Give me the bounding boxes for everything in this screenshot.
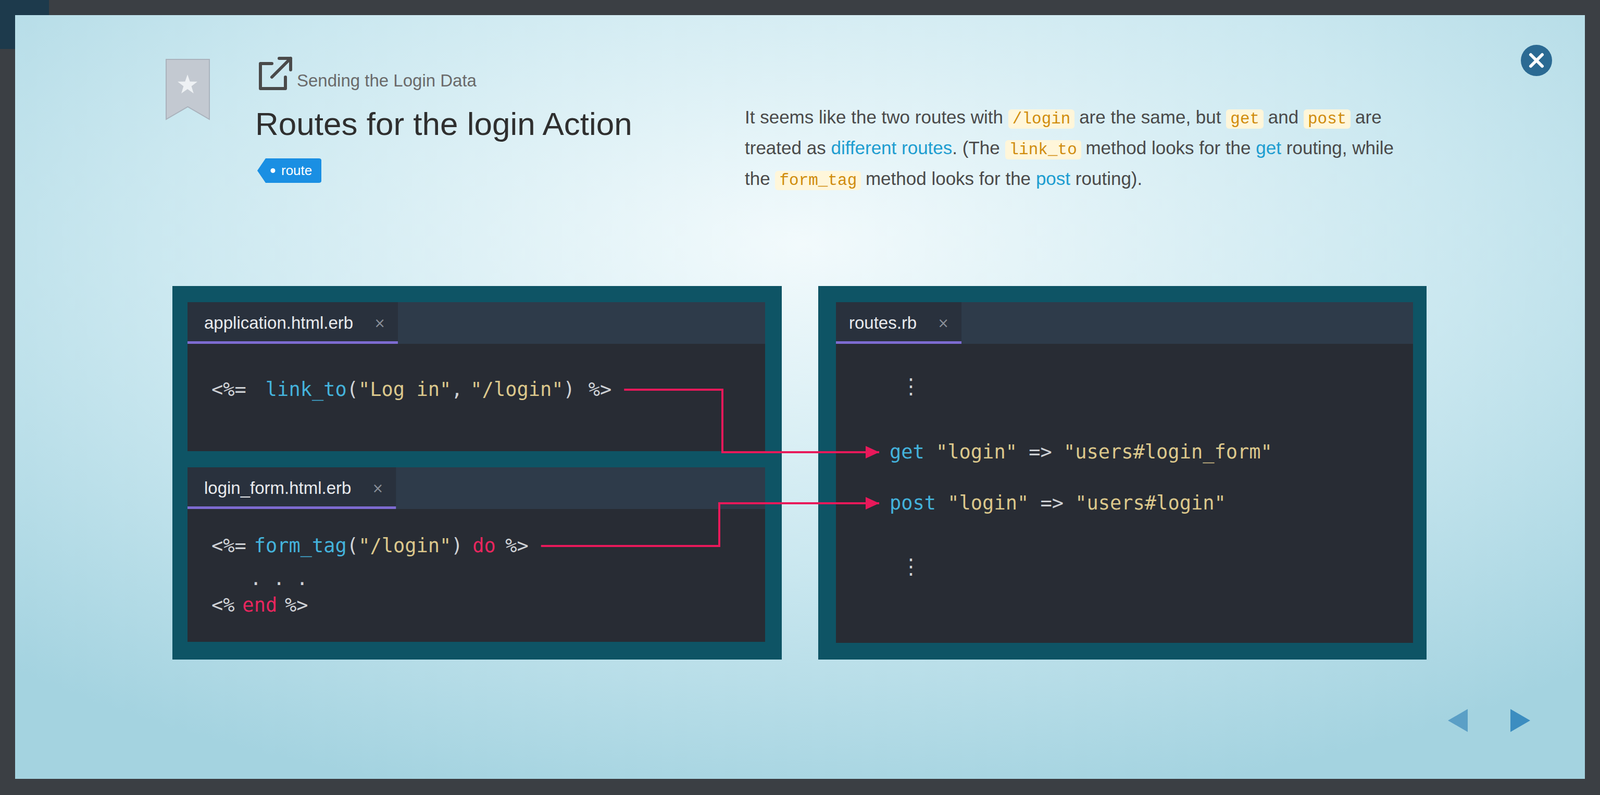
tab-close: × [373, 315, 386, 331]
tab-close: × [937, 315, 949, 331]
code-token: <%= [211, 378, 247, 401]
code-token: ) [563, 378, 575, 401]
tab-underline [835, 341, 962, 344]
inline-code: /login [1008, 109, 1075, 129]
highlight-text: different routes [830, 137, 953, 158]
code-token: end [242, 593, 278, 617]
vertical-ellipsis: ⋮ [900, 373, 922, 398]
slide-title: Routes for the login Action [255, 105, 633, 143]
file-tab [835, 302, 962, 342]
body-text: are the same, but [1079, 106, 1221, 128]
editor-window: login_form.html.erb×. . .<%end%><%=form_… [187, 467, 766, 642]
section-label: Sending the Login Data [296, 70, 477, 91]
code-token: "login" [947, 491, 1029, 515]
code-token: , [451, 378, 463, 401]
code-token: ) [451, 534, 463, 557]
code-token: get [889, 440, 925, 464]
body-text: It seems like the two routes with [744, 106, 1004, 128]
tab-bar [187, 302, 766, 344]
code-area [835, 343, 1414, 643]
code-area [187, 508, 766, 642]
tag-dot [270, 168, 276, 173]
close-button [1520, 44, 1553, 77]
topic-tag: route [257, 158, 322, 183]
body-text: method looks for the [865, 168, 1031, 189]
highlight-text: get [1255, 137, 1282, 158]
editor-window: routes.rb × ⋮ ⋮ get "login" => "users#login_for… [835, 302, 1414, 643]
file-tab-title: application.html.erb [204, 313, 354, 333]
code-token: "users#login" [1075, 491, 1227, 515]
file-tab [187, 302, 398, 342]
tag-body [257, 158, 322, 183]
tab-close: × [371, 480, 384, 496]
body-text: . (The [952, 137, 1000, 158]
code-line-row: <%= form_tag("/login") do %> [201, 530, 540, 562]
file-tab [187, 467, 396, 507]
tab-underline [187, 506, 396, 509]
code-token: "users#login_form" [1063, 440, 1273, 464]
code-token: form_tag [254, 534, 347, 557]
external-link-arrow [271, 58, 291, 78]
code-line-row: post "login" => "users#login" [879, 487, 1237, 519]
inline-code: get [1226, 109, 1264, 129]
code-token: %> [588, 378, 612, 401]
route-arrow [541, 503, 880, 546]
explanation: It seems like the two routes with/logina… [744, 102, 1402, 195]
code-token: %> [505, 534, 529, 557]
code-token: "/login" [358, 534, 452, 557]
external-link-head [279, 58, 291, 70]
modal [15, 15, 1585, 779]
file-tab-title: routes.rb [848, 313, 917, 333]
code-token: do [472, 534, 496, 557]
code-line: <% end%> [211, 592, 309, 618]
file-tab-title: login_form.html.erb [204, 478, 352, 498]
tag-label: route [281, 162, 312, 179]
vertical-ellipsis: ⋮ [900, 554, 922, 579]
editor-window: application.html.erb × <%= link_to("Log in"… [187, 302, 766, 452]
external-link-icon [260, 58, 291, 89]
next-arrow [1510, 708, 1531, 732]
body-text: method looks for the [1085, 137, 1251, 158]
code-token: => [1040, 491, 1064, 515]
code-line-row: get "login" => "users#login_form" [879, 436, 1283, 468]
tabs [187, 302, 962, 509]
tab-underline [187, 341, 398, 344]
code-token: "login" [935, 440, 1018, 464]
inline-code: form_tag [775, 170, 861, 191]
close-cross [1530, 54, 1543, 67]
code-token: %> [284, 593, 309, 617]
bookmark-icon [166, 59, 210, 120]
code-panel [818, 285, 1427, 660]
code-token: "Log in" [358, 378, 452, 401]
code-token: => [1028, 440, 1053, 464]
highlight-text: post [1035, 168, 1071, 189]
code-token: ( [346, 534, 359, 557]
code-line-row: <%= link_to("Log in", "/login") %> [201, 373, 622, 406]
code-token: "/login" [470, 378, 564, 401]
inline-code: post [1303, 109, 1351, 129]
prev-arrow [1447, 708, 1468, 732]
tab-bar [835, 302, 1414, 344]
code-token: post [889, 491, 936, 515]
tab-bar [187, 467, 766, 509]
code-token: <%= [211, 534, 247, 557]
route-arrow [623, 389, 880, 453]
body-text: and [1268, 106, 1299, 128]
code-panel [172, 285, 782, 660]
star-icon [177, 74, 198, 94]
code-token: ( [346, 378, 359, 401]
code-ellipsis: . . . [250, 566, 308, 592]
body-text: routing). [1075, 168, 1143, 189]
code-token: <% [211, 593, 235, 617]
inline-code: link_to [1005, 140, 1082, 160]
code-area [187, 343, 766, 452]
code-token: link_to [265, 378, 347, 401]
